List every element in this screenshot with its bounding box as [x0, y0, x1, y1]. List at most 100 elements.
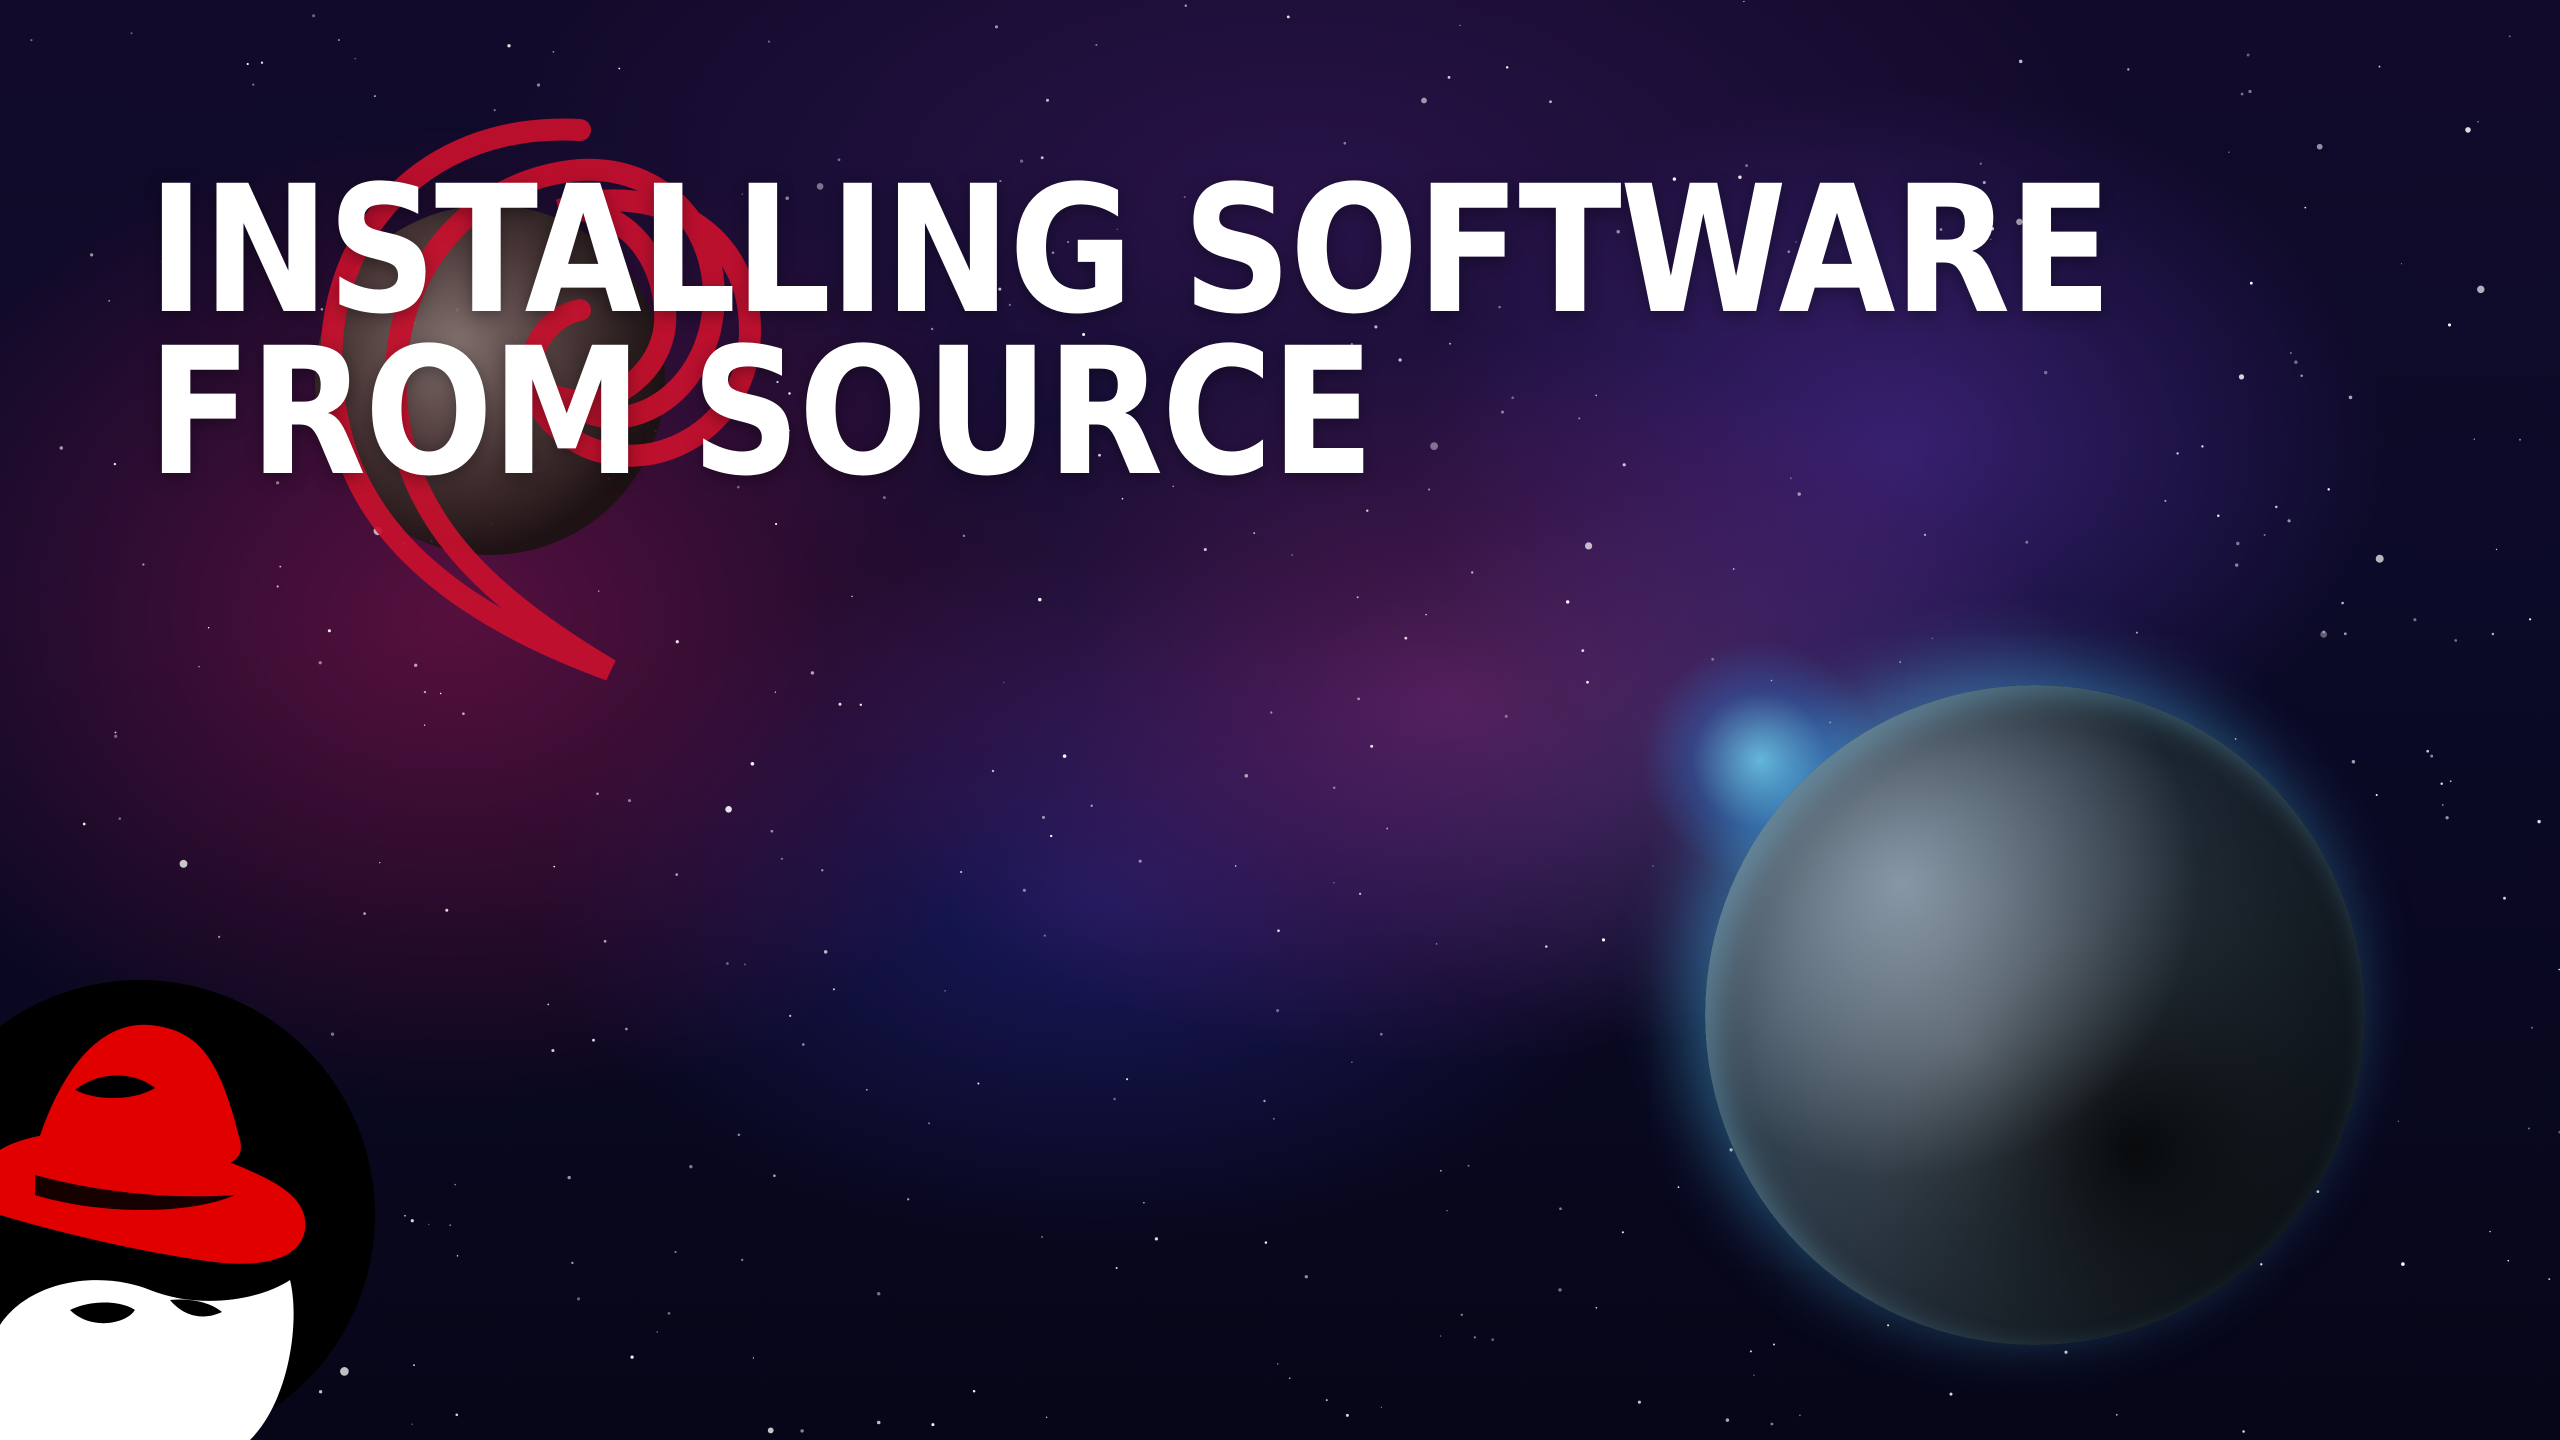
star [2316, 1190, 2320, 1193]
star [1425, 613, 1427, 616]
star [991, 769, 995, 773]
star [1622, 463, 1626, 467]
star [1440, 1170, 1442, 1172]
star [994, 25, 999, 29]
star [675, 873, 679, 876]
star [414, 663, 418, 667]
star [1325, 1399, 1328, 1402]
star [1899, 661, 1902, 663]
star [1672, 177, 1677, 181]
star [2316, 143, 2323, 150]
star [876, 1420, 881, 1425]
star [2440, 782, 2443, 785]
star [2025, 540, 2029, 544]
star [2304, 206, 2307, 209]
star [2343, 632, 2347, 636]
star [1116, 228, 1118, 230]
star [1549, 100, 1552, 104]
star [2234, 738, 2237, 740]
star [789, 1014, 792, 1018]
star [930, 327, 934, 331]
star [2375, 793, 2378, 797]
star [2473, 438, 2475, 440]
star [2238, 374, 2245, 380]
star [674, 1250, 677, 1254]
star [2430, 754, 2434, 758]
star [994, 220, 996, 223]
star [2375, 554, 2384, 563]
star [354, 57, 356, 60]
star [1286, 15, 1290, 19]
star [810, 671, 815, 675]
star [667, 1312, 671, 1315]
star [2290, 352, 2292, 354]
star [1305, 365, 1308, 368]
star [2529, 618, 2532, 621]
star [741, 1258, 744, 1261]
star [2240, 92, 2244, 96]
star [928, 1122, 931, 1125]
star [320, 308, 324, 311]
star [1979, 162, 1982, 165]
star [1743, 0, 1745, 3]
star [1270, 711, 1273, 714]
star [1263, 1099, 1266, 1103]
star [1470, 571, 1474, 574]
star [1121, 497, 1124, 500]
star [2322, 630, 2326, 634]
star [276, 585, 279, 588]
star [1332, 786, 1336, 790]
star [1595, 394, 1598, 397]
star [785, 196, 789, 200]
star [493, 109, 496, 112]
star [630, 1355, 634, 1359]
star [2477, 120, 2479, 123]
star [363, 912, 366, 915]
page-title: INSTALLING SOFTWARE FROM SOURCE [148, 163, 2112, 501]
star [603, 939, 607, 943]
star [1264, 1241, 1268, 1244]
star [2201, 445, 2204, 448]
star [198, 666, 200, 668]
star [1244, 774, 1249, 778]
star [999, 180, 1002, 183]
star [1370, 744, 1374, 748]
star [330, 1032, 335, 1036]
star [2519, 438, 2521, 441]
star [2508, 35, 2511, 38]
star [1304, 1275, 1308, 1279]
star [552, 51, 555, 53]
star [1203, 547, 1207, 552]
star [977, 1082, 980, 1085]
star [2548, 1278, 2551, 1281]
star [788, 429, 791, 432]
star [1041, 815, 1046, 819]
star [279, 565, 282, 568]
star [448, 184, 450, 187]
star [1595, 1307, 1598, 1309]
planet [1705, 685, 2365, 1345]
star [118, 817, 122, 820]
star [2447, 323, 2452, 327]
star [800, 1429, 804, 1433]
star [1138, 859, 1142, 863]
star [1022, 888, 1026, 892]
star [318, 1390, 323, 1394]
star [596, 792, 599, 796]
star [1732, 568, 1735, 570]
star [876, 1291, 881, 1296]
star [1449, 342, 1452, 345]
star [774, 522, 778, 526]
star [1126, 1078, 1129, 1081]
star [1797, 492, 1801, 496]
star [726, 962, 729, 965]
star [907, 1198, 910, 1201]
star [1459, 24, 1461, 27]
star [1428, 488, 1431, 491]
star [1578, 417, 1581, 420]
star [312, 14, 316, 18]
star [1652, 865, 1654, 867]
star [618, 67, 621, 70]
